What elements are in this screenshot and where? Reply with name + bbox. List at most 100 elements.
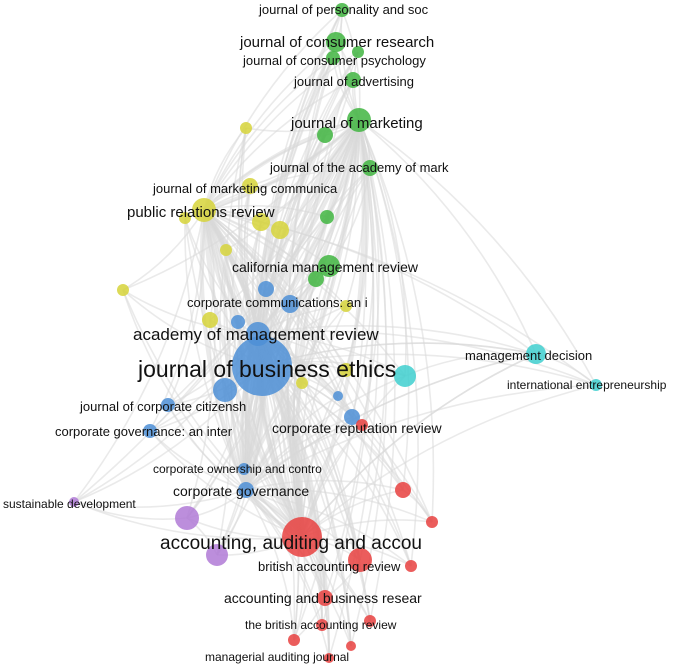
label-tbar: the british accounting review [245, 618, 397, 632]
label-maj: managerial auditing journal [205, 650, 349, 664]
edge-corp-gov-red-h [245, 489, 330, 659]
node-aaa[interactable] [282, 517, 322, 557]
node-jbe[interactable] [232, 336, 292, 396]
edge-amr-mgmt-decision [257, 325, 537, 355]
node-advertising[interactable] [345, 72, 361, 88]
edge-corp-gov-corp-gov-inter [149, 430, 247, 491]
node-green-a[interactable] [326, 51, 340, 65]
edge-aaa-intl-entre [301, 384, 597, 538]
node-blue-a[interactable] [258, 281, 274, 297]
node-intl-entre[interactable] [590, 379, 602, 391]
edge-corp-gov-red-g [245, 489, 352, 647]
node-blue-d[interactable] [344, 409, 360, 425]
node-blue-b[interactable] [231, 315, 245, 329]
edge-corp-gov-yellow-d [184, 217, 247, 491]
label-jbe: journal of business ethics [137, 356, 396, 382]
label-corp-comm: corporate communications: an i [187, 295, 368, 310]
node-yellow-c[interactable] [271, 221, 289, 239]
label-mgmt-decision: management decision [465, 348, 592, 363]
label-sustainable: sustainable development [3, 497, 136, 511]
edge-cyan-a-mgmt-decision [404, 352, 537, 377]
node-red-f[interactable] [316, 619, 328, 631]
node-academy-mark[interactable] [362, 160, 378, 176]
node-sustainable[interactable] [175, 506, 199, 530]
node-cyan-a[interactable] [394, 365, 416, 387]
node-mgmt-decision[interactable] [526, 344, 546, 364]
edge-corp-gov-red-b [245, 479, 404, 491]
node-marketing-comm[interactable] [242, 178, 258, 194]
node-red-e[interactable] [364, 615, 376, 627]
edge-aaa-yellow-f [122, 289, 303, 538]
label-amr: academy of management review [133, 325, 379, 344]
node-purple-b[interactable] [69, 497, 79, 507]
edge-marketing-red-e [358, 119, 396, 622]
label-marketing-communica: journal of marketing communica [152, 181, 338, 196]
node-yellow-a[interactable] [240, 122, 252, 134]
label-california: california management review [232, 259, 419, 275]
node-yellow-j[interactable] [339, 363, 353, 377]
node-corp-ownership[interactable] [238, 463, 250, 475]
node-red-h[interactable] [324, 653, 334, 663]
node-red-b[interactable] [395, 482, 411, 498]
node-blue-e[interactable] [333, 391, 343, 401]
edge-marketing-intl-entre [358, 119, 597, 386]
edge-sustainable-purple-b [73, 501, 188, 520]
edge-public-relations-red-b [203, 209, 404, 491]
node-green-d[interactable] [308, 271, 324, 287]
edge-marketing-yellow-e [225, 119, 360, 251]
edge-public-relations-yellow-f [122, 209, 205, 291]
node-blue-c[interactable] [213, 378, 237, 402]
node-red-d[interactable] [405, 560, 417, 572]
node-abr[interactable] [317, 590, 333, 606]
node-yellow-i[interactable] [296, 377, 308, 389]
node-consumer-psych[interactable] [352, 46, 364, 58]
labels-layer: journal of personality and soc journal o… [3, 2, 667, 664]
label-advertising: journal of advertising [293, 74, 414, 89]
node-yellow-d[interactable] [179, 212, 191, 224]
node-green-b[interactable] [317, 127, 333, 143]
edge-public-relations-sustainable [186, 209, 216, 519]
node-consumer-research[interactable] [326, 32, 346, 52]
node-personality[interactable] [335, 3, 349, 17]
edge-marketing-blue-b [237, 119, 360, 323]
node-marketing[interactable] [347, 108, 371, 132]
edge-marketing-red-g [350, 119, 388, 647]
label-marketing: journal of marketing [290, 115, 423, 132]
node-red-a[interactable] [356, 419, 368, 431]
edge-corp-gov-mgmt-decision [245, 353, 537, 491]
node-red-c[interactable] [426, 516, 438, 528]
label-corp-reputation: corporate reputation review [272, 420, 443, 436]
node-yellow-f[interactable] [117, 284, 129, 296]
node-corp-gov[interactable] [238, 482, 254, 498]
label-bar: british accounting review [258, 559, 401, 574]
node-yellow-h[interactable] [340, 300, 352, 312]
node-yellow-b[interactable] [252, 213, 270, 231]
edge-corp-gov-yellow-f [122, 289, 247, 491]
node-red-g[interactable] [346, 641, 356, 651]
label-academy-marketing: journal of the academy of mark [269, 160, 449, 175]
label-consumer-research: journal of consumer research [239, 34, 434, 51]
edge-academy-mark-california [328, 167, 371, 267]
edge-aaa-purple-b [73, 501, 303, 540]
node-maj[interactable] [288, 634, 300, 646]
edge-public-relations-personality [203, 9, 343, 211]
node-california[interactable] [318, 255, 340, 277]
edge-public-relations-advertising [203, 79, 354, 211]
node-bar[interactable] [348, 548, 372, 572]
edge-public-relations-red-d [203, 209, 412, 567]
nodes-layer [69, 3, 602, 663]
node-yellow-e[interactable] [220, 244, 232, 256]
node-corp-gov-inter[interactable] [143, 424, 157, 438]
node-green-c[interactable] [320, 210, 334, 224]
node-yellow-g[interactable] [202, 312, 218, 328]
node-corp-comm[interactable] [281, 295, 299, 313]
edge-public-relations-red-c [203, 209, 433, 523]
node-public-relations[interactable] [192, 198, 216, 222]
edge-corp-gov-intl-entre [245, 384, 597, 491]
edge-public-relations-yellow-h [203, 209, 347, 307]
edge-corp-gov-corp-citizen [167, 404, 247, 491]
node-amr[interactable] [246, 322, 270, 346]
edge-corp-gov-yellow-g [209, 319, 247, 491]
node-corp-citizen[interactable] [161, 398, 175, 412]
node-purple-a[interactable] [206, 544, 228, 566]
